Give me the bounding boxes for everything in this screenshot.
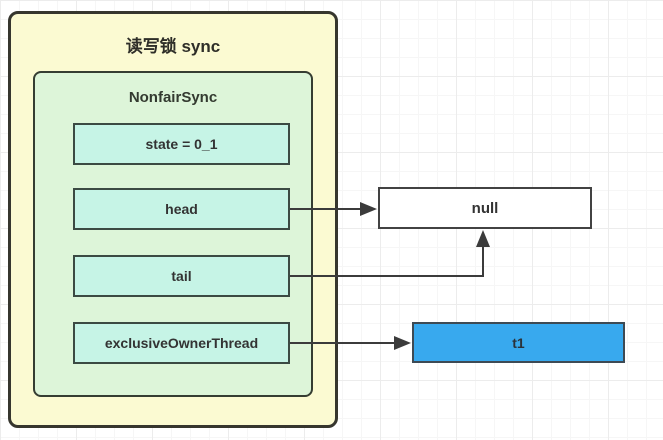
t1-node: t1 [412,322,625,363]
nonfairsync-title: NonfairSync [128,88,218,106]
field-tail: tail [73,255,290,297]
field-state: state = 0_1 [73,123,290,165]
null-node: null [378,187,592,229]
sync-container-title: 读写锁 sync [125,36,221,56]
field-head: head [73,188,290,230]
field-exclusive-owner-thread: exclusiveOwnerThread [73,322,290,364]
